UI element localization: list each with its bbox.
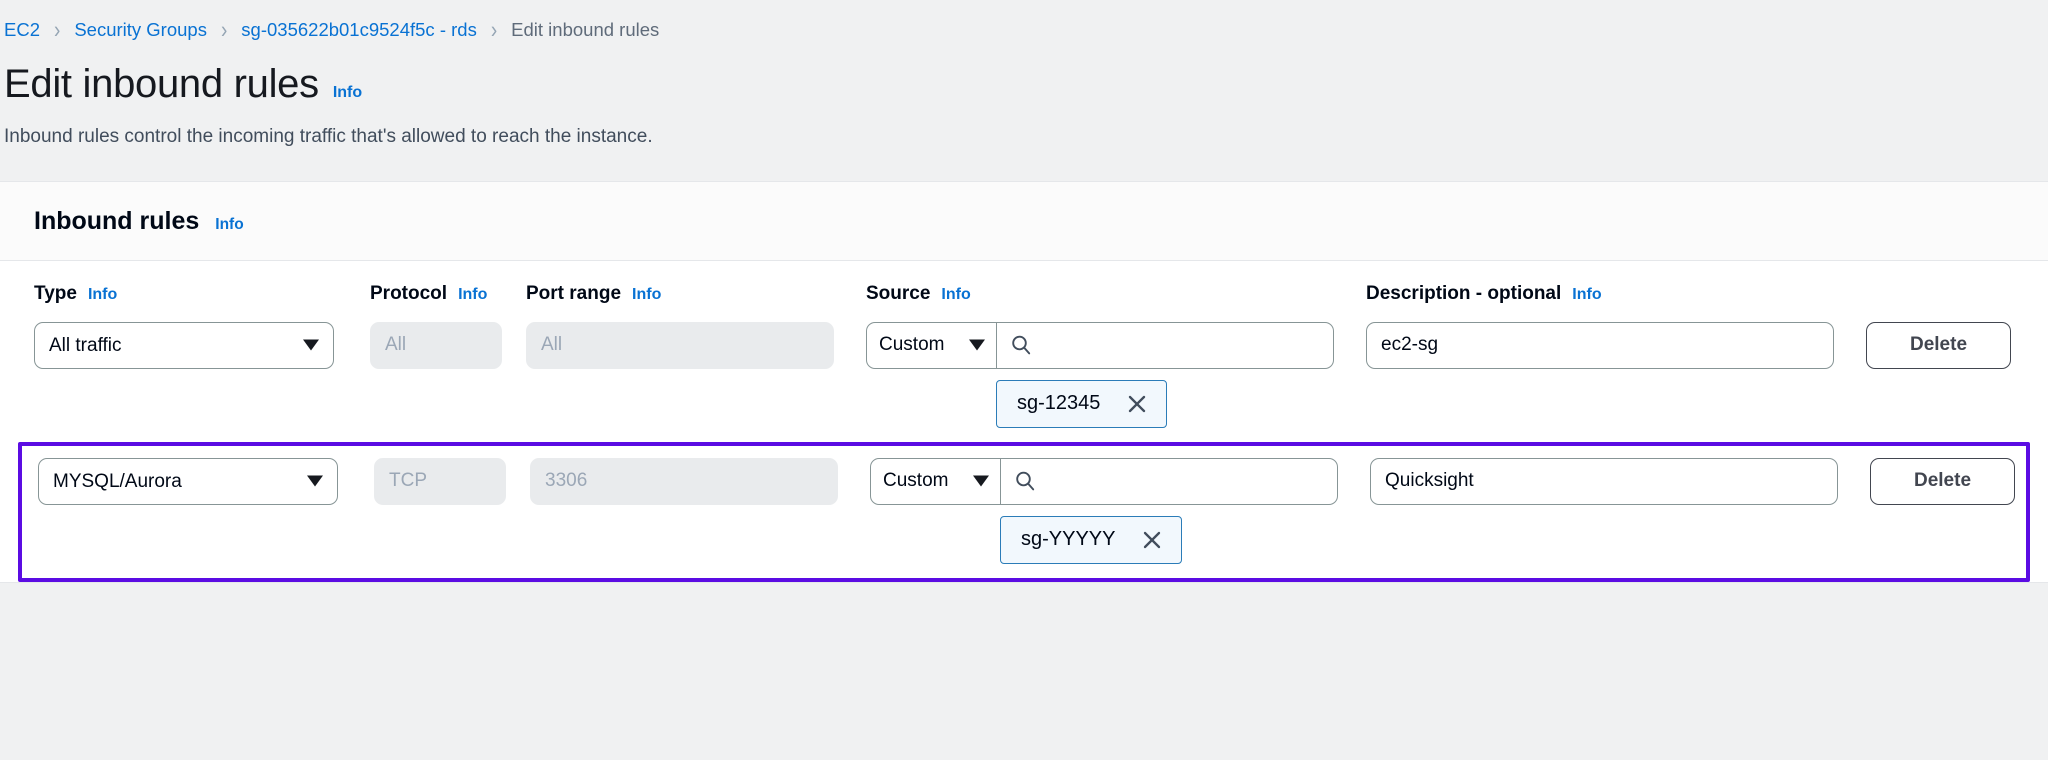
breadcrumb-separator-icon: › <box>490 16 498 44</box>
rule-source-group: Custom <box>870 457 1338 505</box>
rule-protocol-field: TCP <box>374 457 506 505</box>
rule-source-search-input[interactable] <box>997 323 1333 368</box>
table-row: All traffic All All Custom <box>34 319 2038 369</box>
rule-source-kind-value: Custom <box>879 334 945 356</box>
chevron-down-icon <box>307 475 323 487</box>
rule-protocol-field: All <box>370 321 502 369</box>
close-icon[interactable] <box>1126 393 1148 415</box>
chevron-down-icon <box>303 339 319 351</box>
rule-description-value: Quicksight <box>1385 470 1474 492</box>
breadcrumb: EC2 › Security Groups › sg-035622b01c952… <box>0 0 2048 42</box>
source-token-row: sg-12345 <box>34 369 2038 428</box>
rule-port-range-field: All <box>526 321 834 369</box>
column-header-protocol: Protocol Info <box>370 283 502 305</box>
card-info-link[interactable]: Info <box>215 215 244 233</box>
source-token-label: sg-12345 <box>1017 392 1101 415</box>
rules-table: Type Info Protocol Info Port range Info … <box>0 260 2048 582</box>
rule-type-value: MYSQL/Aurora <box>53 470 182 492</box>
page-title: Edit inbound rules <box>4 62 319 106</box>
page-header: Edit inbound rules Info Inbound rules co… <box>0 42 2048 151</box>
search-icon <box>1016 471 1035 491</box>
breadcrumb-separator-icon: › <box>54 16 61 44</box>
rule-source-kind-select[interactable]: Custom <box>867 322 997 368</box>
source-token[interactable]: sg-YYYYY <box>1000 515 1183 564</box>
breadcrumb-item-security-groups[interactable]: Security Groups <box>74 19 207 40</box>
column-header-port-range: Port range Info <box>526 283 834 305</box>
card-title: Inbound rules <box>34 206 200 235</box>
chevron-down-icon <box>969 339 985 351</box>
column-header-description-label: Description - optional <box>1366 282 1562 304</box>
close-icon[interactable] <box>1141 529 1163 551</box>
rule-block-highlighted: MYSQL/Aurora TCP 3306 Custom <box>18 441 2030 582</box>
rule-type-select[interactable]: MYSQL/Aurora <box>38 457 338 505</box>
source-token-label: sg-YYYYY <box>1021 528 1116 551</box>
rule-description-input[interactable]: ec2-sg <box>1366 321 1834 369</box>
column-info-link-protocol[interactable]: Info <box>458 285 488 303</box>
column-header-protocol-label: Protocol <box>370 282 448 304</box>
rule-port-range-field: 3306 <box>530 457 838 505</box>
breadcrumb-separator-icon: › <box>220 16 228 44</box>
rule-source-search-input[interactable] <box>1001 459 1337 504</box>
chevron-down-icon <box>973 475 989 487</box>
column-info-link-port-range[interactable]: Info <box>632 285 662 303</box>
breadcrumb-item-ec2[interactable]: EC2 <box>4 19 40 40</box>
rule-description-input[interactable]: Quicksight <box>1370 457 1838 505</box>
table-row: MYSQL/Aurora TCP 3306 Custom <box>38 455 2026 505</box>
column-header-type: Type Info <box>34 283 334 305</box>
rule-type-value: All traffic <box>49 334 122 356</box>
table-header-row: Type Info Protocol Info Port range Info … <box>10 261 2038 319</box>
column-header-description: Description - optional Info <box>1366 283 1834 305</box>
column-header-type-label: Type <box>34 282 77 304</box>
page-info-link[interactable]: Info <box>332 84 363 101</box>
rule-port-range-value: 3306 <box>545 470 588 492</box>
rule-description-value: ec2-sg <box>1381 334 1439 356</box>
column-header-source-label: Source <box>866 282 931 304</box>
rule-block: All traffic All All Custom <box>10 319 2038 430</box>
delete-rule-button[interactable]: Delete <box>1870 457 2015 505</box>
source-token[interactable]: sg-12345 <box>996 379 1168 428</box>
column-info-link-source[interactable]: Info <box>941 285 971 303</box>
rule-protocol-value: TCP <box>389 470 427 492</box>
card-header: Inbound rules Info <box>0 182 2048 261</box>
column-info-link-description[interactable]: Info <box>1572 285 1602 303</box>
breadcrumb-item-current: Edit inbound rules <box>511 19 660 40</box>
rule-source-kind-value: Custom <box>883 470 949 492</box>
column-header-port-range-label: Port range <box>526 282 622 304</box>
delete-rule-button[interactable]: Delete <box>1866 321 2011 369</box>
column-info-link-type[interactable]: Info <box>87 285 118 303</box>
rule-type-select[interactable]: All traffic <box>34 321 334 369</box>
rule-protocol-value: All <box>385 334 407 356</box>
search-icon <box>1012 335 1031 355</box>
breadcrumb-item-security-group-id[interactable]: sg-035622b01c9524f5c - rds <box>241 19 477 40</box>
page-description: Inbound rules control the incoming traff… <box>4 126 653 147</box>
column-header-source: Source Info <box>866 283 1334 305</box>
rule-source-kind-select[interactable]: Custom <box>871 458 1001 504</box>
inbound-rules-card: Inbound rules Info Type Info Protocol In… <box>0 180 2048 583</box>
source-token-row: sg-YYYYY <box>38 505 2026 564</box>
rule-source-group: Custom <box>866 321 1334 369</box>
rule-port-range-value: All <box>541 334 563 356</box>
